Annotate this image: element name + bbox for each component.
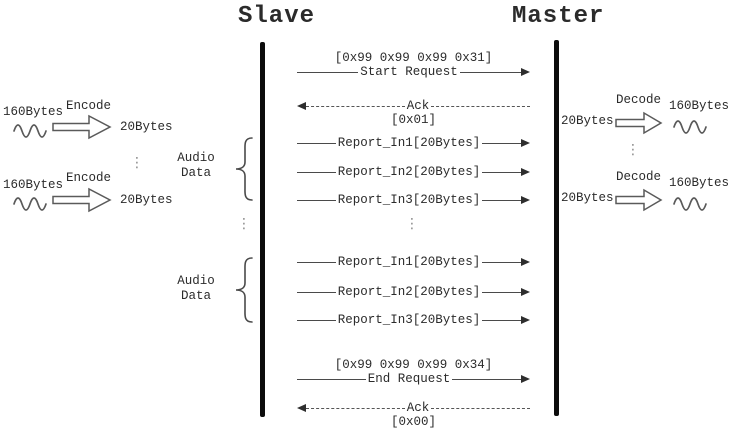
message-label: End Request: [367, 372, 451, 386]
message-end-request: [0x99 0x99 0x99 0x34] End Request: [297, 358, 531, 386]
waveform-icon: [673, 197, 707, 211]
message-label: Report_In2[20Bytes]: [337, 165, 481, 179]
arrowhead-left-icon: [297, 404, 306, 412]
message-arrow-right: Report_In2[20Bytes]: [297, 285, 530, 299]
message-label: Report_In3[20Bytes]: [337, 313, 481, 327]
message-hex-value: [0x99 0x99 0x99 0x34]: [334, 358, 493, 372]
input-bytes-label: 20Bytes: [561, 114, 614, 128]
ellipsis-decode: ⋮: [626, 142, 640, 158]
annotation-line: Audio: [177, 274, 215, 288]
encode-label: Encode: [66, 99, 112, 113]
decode-label: Decode: [616, 170, 662, 184]
message-label: Ack: [406, 401, 430, 415]
message-hex-value: [0x01]: [390, 113, 436, 127]
encode-label: Encode: [66, 171, 112, 185]
message-ack-end: Ack [0x00]: [297, 401, 531, 429]
message-report-in2-repeat: Report_In2[20Bytes]: [297, 285, 530, 299]
arrowhead-right-icon: [521, 68, 530, 76]
message-label: Report_In1[20Bytes]: [337, 136, 481, 150]
message-label: Report_In2[20Bytes]: [337, 285, 481, 299]
master-lifeline: [554, 40, 559, 416]
output-bytes-label: 160Bytes: [669, 176, 730, 190]
ellipsis-messages: ⋮: [405, 216, 419, 232]
ellipsis-slave-side: ⋮: [237, 216, 251, 232]
message-arrow-left-dashed: Ack: [297, 99, 531, 113]
output-bytes-label: 160Bytes: [669, 99, 730, 113]
message-report-in1: Report_In1[20Bytes]: [297, 136, 530, 150]
ellipsis-encode: ⋮: [130, 155, 144, 171]
arrowhead-right-icon: [521, 288, 530, 296]
curly-brace-icon: [235, 257, 253, 323]
block-arrow-icon: [52, 187, 112, 213]
message-report-in3-repeat: Report_In3[20Bytes]: [297, 313, 530, 327]
input-bytes-label: 160Bytes: [3, 178, 64, 192]
output-bytes-label: 20Bytes: [120, 193, 173, 207]
arrowhead-right-icon: [521, 375, 531, 383]
message-label: Report_In1[20Bytes]: [337, 255, 481, 269]
input-bytes-label: 160Bytes: [3, 105, 64, 119]
audio-data-annotation: Audio Data: [174, 151, 218, 181]
message-report-in2: Report_In2[20Bytes]: [297, 165, 530, 179]
message-arrow-right: Start Request: [297, 65, 530, 79]
arrowhead-right-icon: [521, 196, 530, 204]
waveform-icon: [13, 124, 47, 138]
arrowhead-right-icon: [521, 258, 530, 266]
message-hex-value: [0x99 0x99 0x99 0x31]: [334, 51, 493, 65]
block-arrow-icon: [615, 111, 663, 135]
message-label: Start Request: [360, 65, 458, 79]
slave-lifeline: [260, 42, 265, 417]
block-arrow-icon: [615, 188, 663, 212]
waveform-icon: [13, 197, 47, 211]
message-arrow-left-dashed: Ack: [297, 401, 531, 415]
message-arrow-right: Report_In1[20Bytes]: [297, 255, 530, 269]
annotation-line: Data: [180, 289, 211, 303]
arrowhead-right-icon: [521, 168, 530, 176]
decode-label: Decode: [616, 93, 662, 107]
annotation-line: Audio: [177, 151, 215, 165]
message-report-in3: Report_In3[20Bytes]: [297, 193, 530, 207]
arrowhead-left-icon: [297, 102, 306, 110]
message-ack-start: Ack [0x01]: [297, 99, 531, 127]
message-arrow-right: Report_In3[20Bytes]: [297, 313, 530, 327]
curly-brace-icon: [235, 137, 253, 201]
arrowhead-right-icon: [521, 316, 530, 324]
slave-title: Slave: [238, 3, 316, 30]
audio-data-annotation: Audio Data: [174, 274, 218, 304]
input-bytes-label: 20Bytes: [561, 191, 614, 205]
waveform-icon: [673, 120, 707, 134]
master-title: Master: [512, 3, 605, 30]
message-label: Ack: [406, 99, 430, 113]
message-arrow-right: End Request: [297, 372, 531, 386]
output-bytes-label: 20Bytes: [120, 120, 173, 134]
message-hex-value: [0x00]: [390, 415, 436, 429]
message-label: Report_In3[20Bytes]: [337, 193, 481, 207]
message-report-in1-repeat: Report_In1[20Bytes]: [297, 255, 530, 269]
message-start-request: [0x99 0x99 0x99 0x31] Start Request: [297, 51, 530, 79]
annotation-line: Data: [180, 166, 211, 180]
arrowhead-right-icon: [521, 139, 530, 147]
message-arrow-right: Report_In3[20Bytes]: [297, 193, 530, 207]
message-arrow-right: Report_In1[20Bytes]: [297, 136, 530, 150]
message-arrow-right: Report_In2[20Bytes]: [297, 165, 530, 179]
block-arrow-icon: [52, 114, 112, 140]
